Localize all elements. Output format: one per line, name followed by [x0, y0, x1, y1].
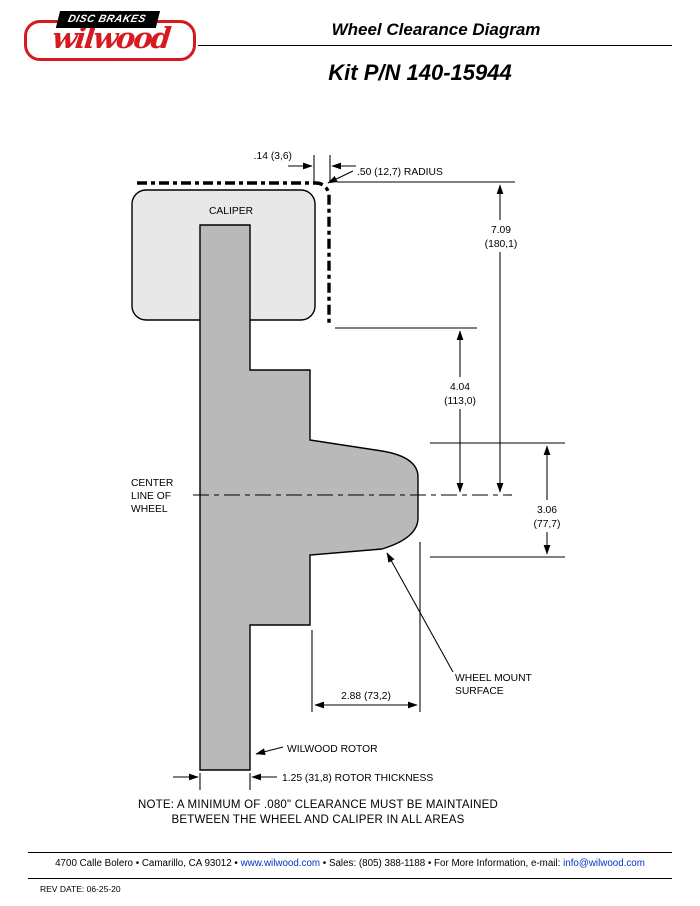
- clearance-envelope-line: [137, 181, 331, 326]
- wilwood-logo: DISC BRAKES wilwood: [24, 11, 196, 61]
- rotor-label: WILWOOD ROTOR: [287, 744, 378, 755]
- footer-divider-bottom: [28, 878, 672, 879]
- clearance-note-line2: BETWEEN THE WHEEL AND CALIPER IN ALL ARE…: [171, 814, 465, 826]
- leader-wheel-mount: [386, 552, 454, 673]
- logo-script-text: wilwood: [50, 21, 171, 55]
- logo-banner-text: DISC BRAKES: [66, 13, 148, 25]
- footer-text-1: 4700 Calle Bolero • Camarillo, CA 93012 …: [55, 858, 241, 869]
- leader-radius: [327, 170, 354, 184]
- wheel-clearance-diagram: CALIPER .14 (3,6) .50 (12,7) RADIUS 7.09…: [131, 151, 571, 790]
- leader-rotor: [255, 746, 284, 756]
- dim-288-label: 2.88 (73,2): [341, 691, 391, 702]
- dim-label-mask: [477, 220, 525, 252]
- header-divider: [198, 45, 672, 46]
- dim-gap-label: .14 (3,6): [254, 151, 292, 162]
- page-title: Wheel Clearance Diagram: [331, 20, 541, 39]
- dim-404-in: 4.04: [450, 382, 470, 393]
- logo-banner: DISC BRAKES: [55, 11, 160, 28]
- wheel-rotor-shape: [199, 224, 419, 771]
- footer-divider-top: [28, 852, 672, 853]
- dim-306-mm: (77,7): [534, 519, 561, 530]
- centerline-label-3: WHEEL: [131, 504, 168, 515]
- wheel-mount-label-1: WHEEL MOUNT: [455, 673, 533, 684]
- dim-306-in: 3.06: [537, 505, 557, 516]
- wheel-mount-label-2: SURFACE: [455, 686, 504, 697]
- dim-404-mm: (113,0): [444, 396, 476, 407]
- rev-date: REV DATE: 06-25-20: [40, 884, 121, 894]
- footer-address: 4700 Calle Bolero • Camarillo, CA 93012 …: [0, 858, 700, 869]
- caliper-label: CALIPER: [209, 206, 253, 217]
- centerline-label-2: LINE OF: [131, 491, 171, 502]
- dim-radius-label: .50 (12,7) RADIUS: [357, 167, 443, 178]
- clearance-note-line1: NOTE: A MINIMUM OF .080" CLEARANCE MUST …: [138, 799, 498, 811]
- dim-rotor-thickness-label: 1.25 (31,8) ROTOR THICKNESS: [282, 773, 433, 784]
- dim-label-mask: [436, 377, 484, 409]
- footer-link-email[interactable]: info@wilwood.com: [563, 858, 645, 869]
- centerline-label-1: CENTER: [131, 478, 173, 489]
- dim-709-in: 7.09: [491, 225, 511, 236]
- footer-link-website[interactable]: www.wilwood.com: [240, 858, 321, 869]
- dim-709-mm: (180,1): [485, 239, 518, 250]
- footer-text-2: • Sales: (805) 388-1188 • For More Infor…: [320, 858, 564, 869]
- kit-part-number-title: Kit P/N 140-15944: [328, 60, 512, 85]
- dim-label-mask: [523, 500, 571, 532]
